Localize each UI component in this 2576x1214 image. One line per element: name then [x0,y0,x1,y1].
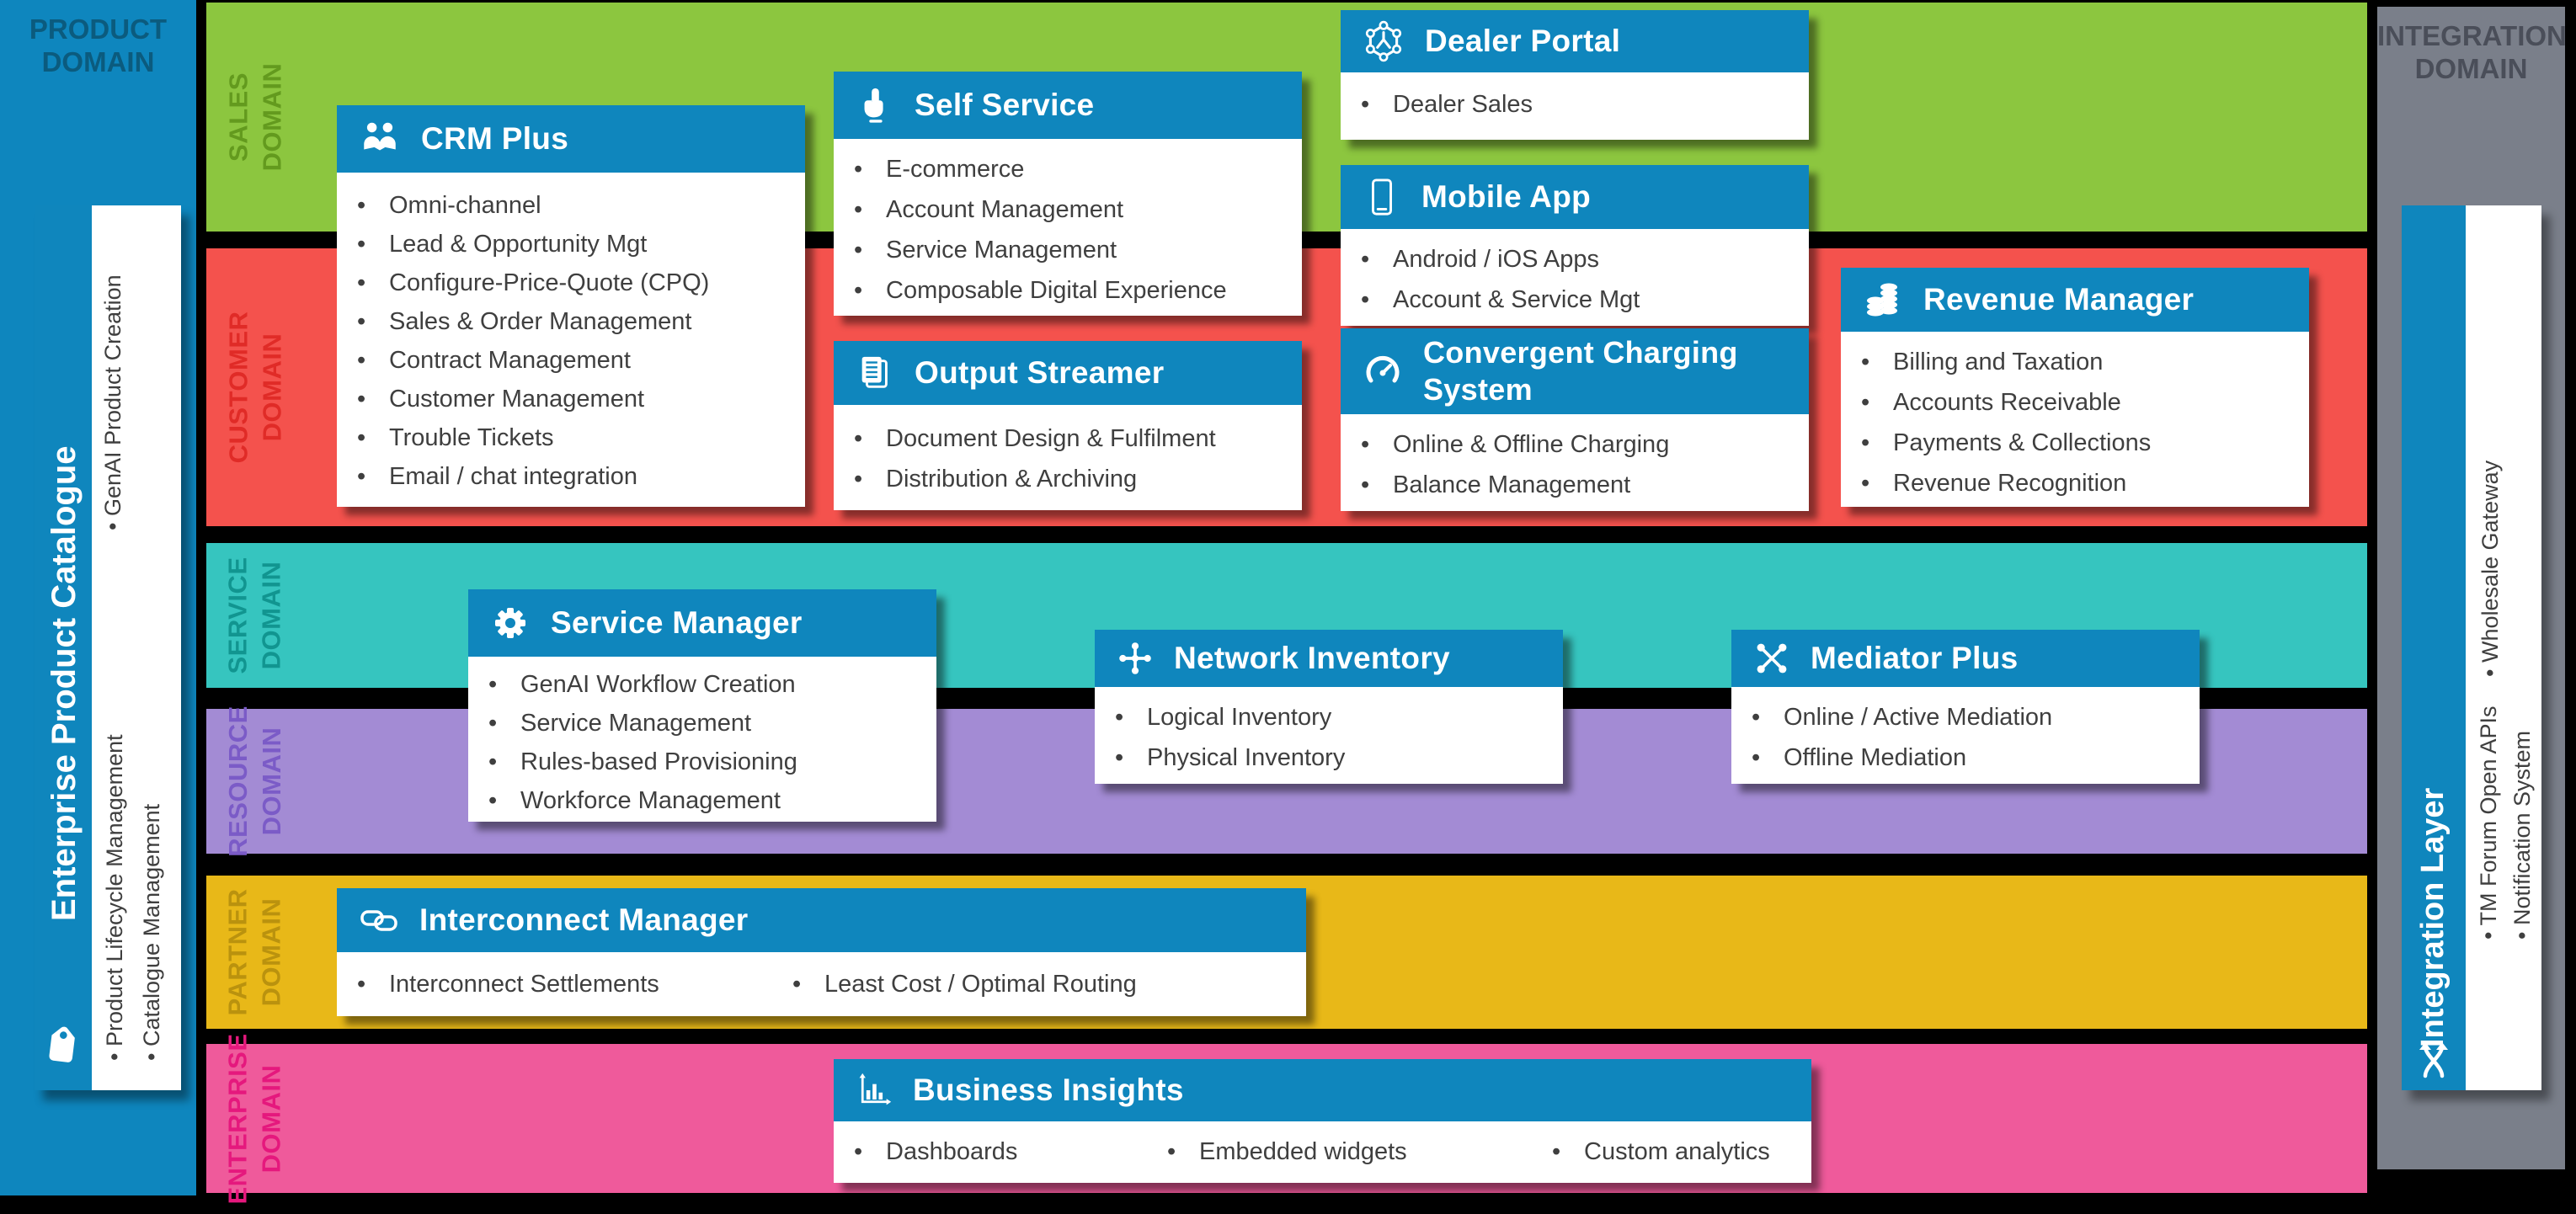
bar-chart-icon [856,1072,893,1109]
list-item: TM Forum Open APIs [2476,706,2502,940]
component-revenue-manager: Revenue Manager Billing and Taxation Acc… [1841,268,2309,507]
list-item: Wholesale Gateway [2477,461,2504,677]
list-item: Physical Inventory [1095,737,1563,778]
list-item: Product Lifecycle Management [102,734,128,1061]
plus-network-icon [1117,640,1154,677]
shuffle-icon [2413,1040,2454,1080]
component-title: Dealer Portal [1425,24,1621,58]
component-title: Network Inventory [1174,641,1450,675]
list-item: Sales & Order Management [337,302,805,341]
list-item: Workforce Management [468,781,936,820]
list-item: Least Cost / Optimal Routing [772,964,1137,1004]
component-convergent-charging-system: Convergent Charging System Online & Offl… [1341,328,1809,511]
hex-network-icon [1363,20,1405,62]
coins-icon [1863,280,1903,320]
list-item: Online & Offline Charging [1341,424,1809,465]
component-crm-plus: CRM Plus Omni-channel Lead & Opportunity… [337,105,805,507]
list-item: GenAI Product Creation [100,274,126,530]
list-item: Account Management [834,189,1302,230]
catalogue-items: GenAI Product Creation Product Lifecycle… [92,205,181,1090]
list-item: Android / iOS Apps [1341,239,1809,280]
component-interconnect-manager: Interconnect Manager Interconnect Settle… [337,888,1306,1016]
list-item: Accounts Receivable [1841,382,2309,423]
component-title: Output Streamer [915,355,1165,390]
people-icon [359,118,401,160]
list-item: GenAI Workflow Creation [468,665,936,704]
component-network-inventory: Network Inventory Logical Inventory Phys… [1095,630,1563,784]
catalogue-title: Enterprise Product Catalogue [45,445,83,921]
list-item: Configure-Price-Quote (CPQ) [337,264,805,302]
component-title: Interconnect Manager [419,903,749,937]
list-item: Catalogue Management [139,804,165,1061]
x-network-icon [1753,640,1790,677]
list-item: Trouble Tickets [337,418,805,457]
tap-icon [856,86,894,125]
component-dealer-portal: Dealer Portal Dealer Sales [1341,10,1809,140]
component-business-insights: Business Insights Dashboards Embedded wi… [834,1059,1811,1183]
component-service-manager: Service Manager GenAI Workflow Creation … [468,589,936,822]
list-item: Balance Management [1341,465,1809,505]
integration-layer-title: Integration Layer [2415,787,2451,1047]
list-item: Lead & Opportunity Mgt [337,225,805,264]
component-title: Revenue Manager [1923,282,2195,317]
integration-layer-header: Integration Layer [2402,205,2466,1090]
integration-layer-items: Wholesale Gateway TM Forum Open APIs Not… [2466,205,2541,1090]
list-item: Omni-channel [337,186,805,225]
component-title: Mediator Plus [1811,641,2019,675]
list-item: Dealer Sales [1341,84,1809,125]
list-item: Service Management [468,704,936,743]
list-item: Custom analytics [1532,1132,1770,1171]
list-item: Interconnect Settlements [337,964,772,1004]
component-title: Service Manager [551,605,803,640]
list-item: Account & Service Mgt [1341,280,1809,320]
list-item: Online / Active Mediation [1731,697,2200,737]
component-title: Mobile App [1421,179,1591,214]
gear-icon [490,603,531,643]
chain-link-icon [359,900,399,940]
component-title: Self Service [915,88,1095,122]
component-mediator-plus: Mediator Plus Online / Active Mediation … [1731,630,2200,784]
list-item: Offline Mediation [1731,737,2200,778]
list-item: Rules-based Provisioning [468,743,936,781]
gauge-icon [1363,351,1403,391]
list-item: Dashboards [834,1132,1147,1171]
list-item: Logical Inventory [1095,697,1563,737]
integration-domain-title: INTEGRATION DOMAIN [2377,20,2567,84]
catalogue-header: Enterprise Product Catalogue [35,205,92,1090]
component-mobile-app: Mobile App Android / iOS Apps Account & … [1341,165,1809,326]
list-item: Document Design & Fulfilment [834,418,1302,459]
list-item: E-commerce [834,149,1302,189]
list-item: Composable Digital Experience [834,270,1302,311]
component-title: Business Insights [913,1073,1184,1107]
list-item: Service Management [834,230,1302,270]
documents-icon [856,354,894,392]
list-item: Billing and Taxation [1841,342,2309,382]
integration-layer: Integration Layer Wholesale Gateway TM F… [2402,205,2541,1090]
list-item: Email / chat integration [337,457,805,496]
tag-icon [41,1026,85,1070]
component-title: Convergent Charging System [1423,335,1738,407]
list-item: Contract Management [337,341,805,380]
product-domain-title: PRODUCT DOMAIN [29,13,168,77]
list-item: Distribution & Archiving [834,459,1302,499]
enterprise-product-catalogue: Enterprise Product Catalogue GenAI Produ… [35,205,181,1090]
list-item: Notification System [2509,731,2536,940]
list-item: Payments & Collections [1841,423,2309,463]
list-item: Revenue Recognition [1841,463,2309,503]
component-self-service: Self Service E-commerce Account Manageme… [834,72,1302,316]
phone-icon [1363,178,1401,216]
component-title: CRM Plus [421,121,569,156]
list-item: Customer Management [337,380,805,418]
list-item: Embedded widgets [1147,1132,1532,1171]
component-output-streamer: Output Streamer Document Design & Fulfil… [834,341,1302,510]
